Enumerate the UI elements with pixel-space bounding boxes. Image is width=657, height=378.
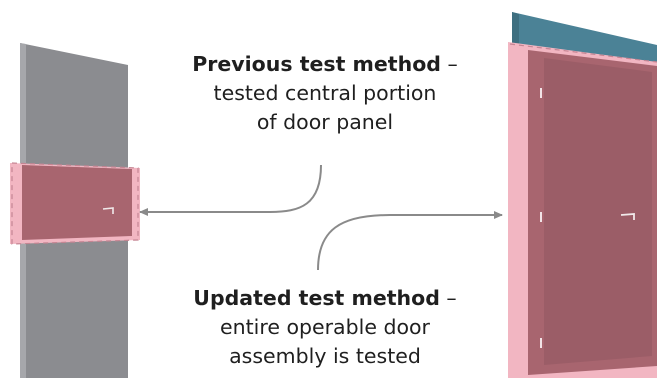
test-area-dashed-outline (11, 162, 139, 245)
arrow-previous-method (139, 164, 322, 216)
caption-updated-line1: Updated test method – (160, 284, 490, 313)
caption-previous-line1: Previous test method – (160, 50, 490, 79)
door-assembly-dashed-outline (509, 43, 657, 63)
caption-previous-heading: Previous test method (192, 52, 441, 76)
caption-updated-line3: assembly is tested (229, 344, 421, 368)
caption-previous-line3: of door panel (256, 110, 394, 134)
caption-updated-line2: entire operable door (220, 315, 430, 339)
test-area-central-portion (10, 162, 140, 245)
door-assembly-updated (508, 12, 657, 378)
caption-updated-method: Updated test method – entire operable do… (160, 284, 490, 371)
door-handle-large (620, 213, 635, 220)
caption-updated-dash: – (439, 286, 457, 310)
arrow-updated-method (317, 211, 503, 271)
caption-previous-line2: tested central portion (213, 81, 437, 105)
caption-previous-method: Previous test method – tested central po… (160, 50, 490, 137)
caption-previous-dash: – (440, 52, 458, 76)
door-handle-small (102, 207, 114, 214)
caption-updated-heading: Updated test method (193, 286, 440, 310)
door-leaf-inner-panel (544, 58, 652, 365)
test-area-maroon-fill (22, 165, 132, 240)
